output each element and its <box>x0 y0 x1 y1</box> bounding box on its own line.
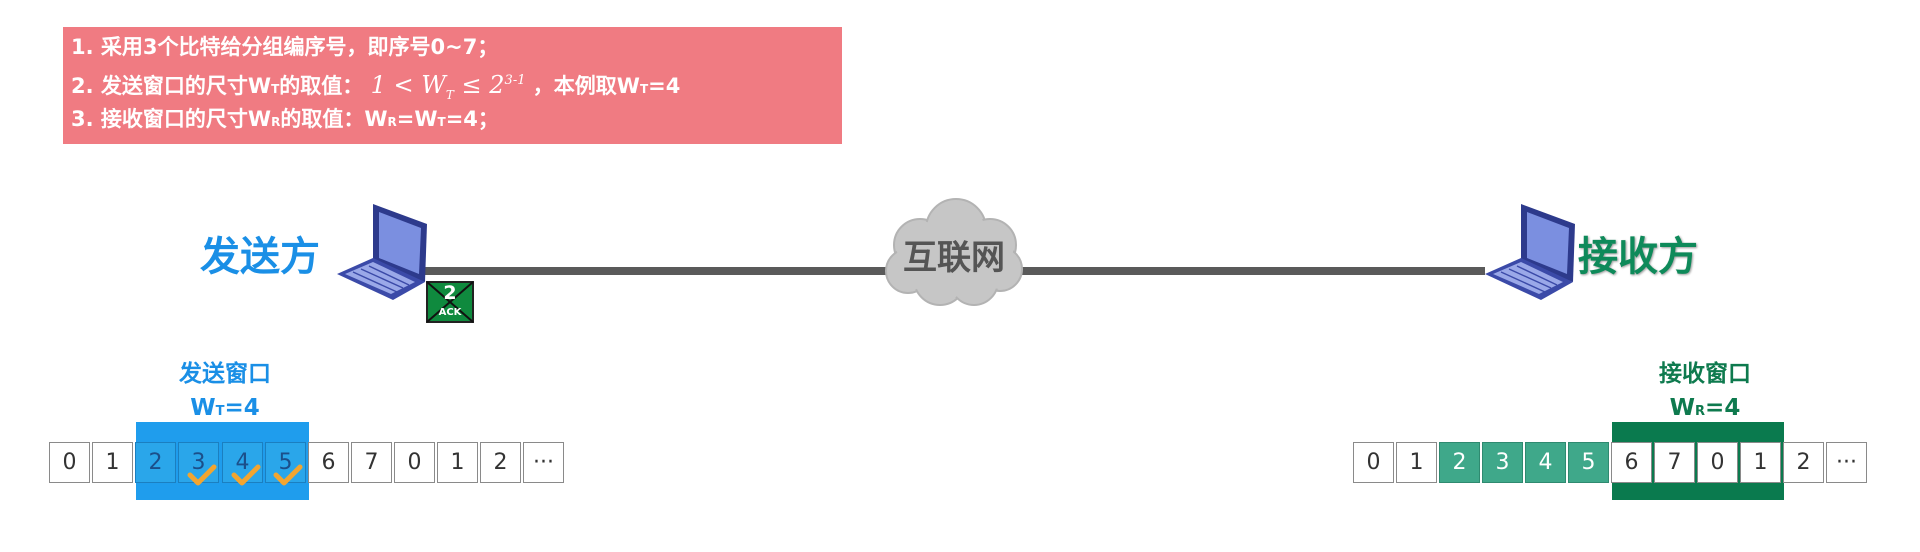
sender-seq-cell: 6 <box>308 442 349 483</box>
receiver-seq-cell: 1 <box>1396 442 1437 483</box>
sender-seq-cell: 3 <box>178 442 219 483</box>
receiver-laptop-icon <box>1485 204 1575 300</box>
info-line-1: 1. 采用3个比特给分组编序号，即序号0~7； <box>71 35 499 59</box>
check-icon <box>187 464 217 486</box>
envelope-icon <box>426 281 474 323</box>
window-size-formula: 1 < WT ≤ 23-1 <box>370 71 526 102</box>
cloud-label: 互联网 <box>903 238 1005 278</box>
sender-label: 发送方 <box>200 234 320 280</box>
receiver-seq-cell: 0 <box>1697 442 1738 483</box>
send-window-size: WT=4 <box>190 395 260 421</box>
receiver-seq-cell: 7 <box>1654 442 1695 483</box>
receiver-seq-cell: 0 <box>1353 442 1394 483</box>
ack-number: 2 <box>443 282 457 304</box>
info-line-3: 3. 接收窗口的尺寸WR的取值：WR=WT=4； <box>71 107 499 131</box>
sender-laptop-icon <box>337 204 427 300</box>
receiver-seq-cell: 1 <box>1740 442 1781 483</box>
ack-packet: 2 ACK <box>426 281 474 323</box>
receiver-seq-cell: ··· <box>1826 442 1867 483</box>
sender-seq-cell: 5 <box>265 442 306 483</box>
sender-seq-cell: 1 <box>92 442 133 483</box>
sender-seq-cell: 1 <box>437 442 478 483</box>
sender-seq-cell: 2 <box>135 442 176 483</box>
sender-seq-cell: 0 <box>49 442 90 483</box>
recv-window-title: 接收窗口 <box>1659 361 1751 387</box>
sender-seq-cell: 0 <box>394 442 435 483</box>
receiver-label: 接收方 <box>1578 234 1698 280</box>
receiver-seq-cell: 2 <box>1783 442 1824 483</box>
ack-label: ACK <box>438 307 462 318</box>
send-window-title: 发送窗口 <box>179 361 271 387</box>
receiver-seq-cell: 4 <box>1525 442 1566 483</box>
internet-cloud-icon <box>885 198 1023 306</box>
receiver-seq-cell: 6 <box>1611 442 1652 483</box>
recv-window-caption: 接收窗口 WR=4 <box>1630 357 1780 429</box>
receiver-seq-cell: 5 <box>1568 442 1609 483</box>
info-box: 1. 采用3个比特给分组编序号，即序号0~7； 2. 发送窗口的尺寸WT的取值：… <box>63 27 842 144</box>
info-line-2: 2. 发送窗口的尺寸WT的取值： 1 < WT ≤ 23-1 ，本例取WT=4 <box>71 71 681 102</box>
sender-seq-cell: ··· <box>523 442 564 483</box>
recv-window-size: WR=4 <box>1669 395 1741 421</box>
sender-seq-cell: 7 <box>351 442 392 483</box>
sender-seq-cell: 4 <box>222 442 263 483</box>
receiver-seq-cell: 2 <box>1439 442 1480 483</box>
sender-seq-cell: 2 <box>480 442 521 483</box>
send-window-caption: 发送窗口 WT=4 <box>160 357 290 429</box>
check-icon <box>273 464 303 486</box>
receiver-seq-cell: 3 <box>1482 442 1523 483</box>
check-icon <box>231 464 261 486</box>
